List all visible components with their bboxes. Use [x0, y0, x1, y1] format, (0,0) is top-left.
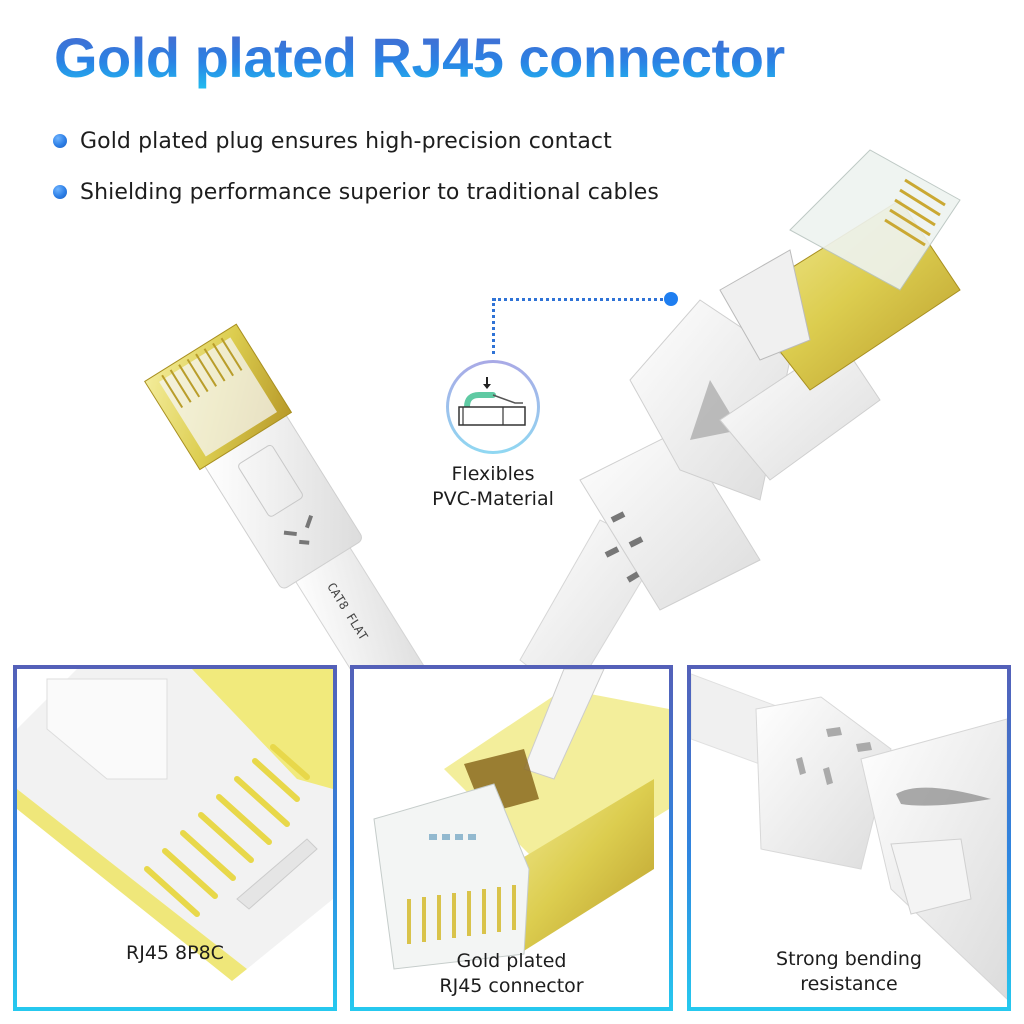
- panel-label: Strong bending resistance: [691, 947, 1007, 997]
- right-cable: [519, 149, 961, 701]
- left-cable: CAT8 FLAT: [144, 323, 447, 736]
- callout-dotted-line: [493, 298, 669, 301]
- feature-panel-gold-plated: Gold plated RJ45 connector: [350, 665, 673, 1011]
- feature-panel-bending-resistance: Strong bending resistance: [687, 665, 1011, 1011]
- feature-panel-rj45-8p8c: RJ45 8P8C: [13, 665, 337, 1011]
- panel-label: Gold plated RJ45 connector: [354, 949, 669, 999]
- page-title: Gold plated RJ45 connector: [54, 22, 785, 94]
- gold-plated-connector-image: [373, 669, 669, 970]
- flexible-clip-icon-badge: [446, 360, 540, 454]
- callout-dotted-line: [492, 298, 495, 354]
- callout-label-line1: Flexibles: [451, 463, 535, 485]
- panel-label: RJ45 8P8C: [126, 942, 224, 964]
- callout-label-line2: PVC-Material: [432, 488, 554, 510]
- bullet-dot-icon: [53, 134, 67, 148]
- callout-label: Flexibles PVC-Material: [398, 462, 588, 512]
- panel-label-line1: Strong bending: [776, 948, 922, 970]
- feature-bullet: Gold plated plug ensures high-precision …: [53, 124, 659, 158]
- flexible-clip-icon: [458, 377, 526, 426]
- cable-boot-closeup-image: [691, 673, 1007, 1000]
- panel-label-line2: resistance: [800, 973, 898, 995]
- bullet-dot-icon: [53, 185, 67, 199]
- callout-anchor-dot: [664, 292, 678, 306]
- rj45-pins-closeup-image: [17, 669, 333, 981]
- panel-label-line2: RJ45 connector: [439, 975, 584, 997]
- feature-text: Shielding performance superior to tradit…: [80, 179, 659, 205]
- feature-bullet: Shielding performance superior to tradit…: [53, 175, 659, 209]
- feature-text: Gold plated plug ensures high-precision …: [80, 128, 612, 154]
- feature-bullets: Gold plated plug ensures high-precision …: [53, 124, 659, 226]
- panel-label-line1: Gold plated: [456, 950, 567, 972]
